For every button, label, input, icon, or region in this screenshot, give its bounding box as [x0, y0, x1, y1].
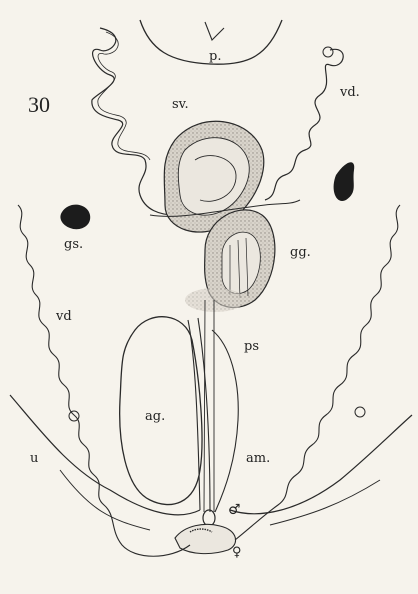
gonad-right-blob: [334, 162, 355, 201]
accessory-muscle: [212, 330, 238, 512]
vas-deferens-upper-left: [92, 28, 175, 215]
label-ps: ps: [244, 339, 259, 354]
vas-coil-left: [69, 411, 79, 421]
duct-tip: [203, 510, 215, 526]
stipple-haze: [185, 288, 245, 312]
central-duct: [204, 300, 214, 512]
vas-deferens-lower-left: [18, 205, 190, 556]
label-male-symbol: ♂: [228, 502, 241, 518]
gonad-gs-blob: [60, 205, 90, 230]
label-ag: ag.: [145, 409, 165, 424]
vas-coil-right: [355, 407, 365, 417]
label-u: u: [30, 451, 38, 466]
vas-coil: [323, 47, 333, 57]
label-vd-left: vd: [55, 309, 72, 324]
penis-sheath: [188, 318, 210, 512]
label-am: am.: [246, 451, 270, 466]
label-sv: sv.: [172, 97, 189, 112]
label-p: p.: [209, 49, 221, 64]
label-vd-right: vd.: [339, 85, 360, 100]
label-gs: gs.: [64, 237, 83, 252]
label-gg: gg.: [290, 245, 311, 260]
figure-number: 30: [28, 92, 50, 117]
label-female-symbol: ♀: [232, 545, 242, 560]
vas-deferens-upper-right: [265, 49, 343, 200]
body-notch: [205, 22, 224, 40]
